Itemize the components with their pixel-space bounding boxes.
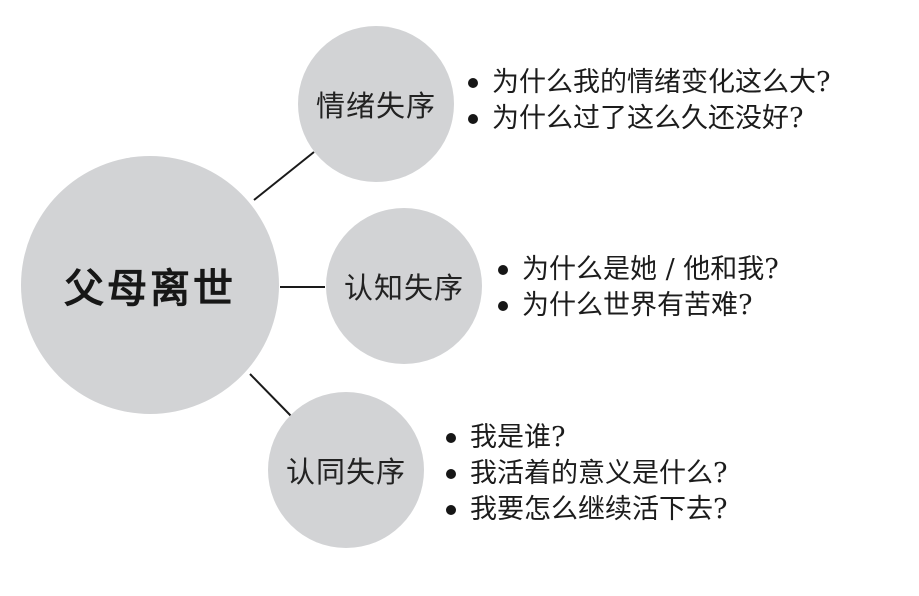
list-item: 为什么我的情绪变化这么大?	[468, 65, 830, 101]
question-text: 我要怎么继续活下去?	[470, 494, 728, 525]
branch-node-identity: 认同失序	[268, 392, 424, 548]
branch-node-label: 认同失序	[285, 455, 406, 489]
question-text: 为什么是她 / 他和我?	[522, 254, 779, 285]
question-text: 为什么我的情绪变化这么大?	[492, 67, 831, 98]
question-text: 我活着的意义是什么?	[470, 458, 728, 489]
branch-node-cognition: 认知失序	[326, 208, 482, 364]
list-item: 我要怎么继续活下去?	[446, 492, 727, 528]
connector-root-to-identity	[249, 373, 293, 418]
question-list-identity: 我是谁? 我活着的意义是什么? 我要怎么继续活下去?	[446, 420, 727, 528]
question-list-cognition: 为什么是她 / 他和我? 为什么世界有苦难?	[498, 252, 779, 324]
connector-root-to-emotion	[253, 151, 315, 201]
branch-node-label: 情绪失序	[315, 89, 436, 123]
list-item: 为什么是她 / 他和我?	[498, 252, 779, 288]
bullet-icon	[446, 505, 456, 515]
list-item: 为什么世界有苦难?	[498, 288, 779, 324]
question-text: 为什么世界有苦难?	[522, 290, 753, 321]
list-item: 为什么过了这么久还没好?	[468, 101, 830, 137]
branch-node-label: 认知失序	[343, 271, 464, 305]
bullet-icon	[498, 265, 508, 275]
question-text: 为什么过了这么久还没好?	[492, 103, 804, 134]
bullet-icon	[446, 433, 456, 443]
root-node: 父母离世	[21, 156, 279, 414]
list-item: 我活着的意义是什么?	[446, 456, 727, 492]
list-item: 我是谁?	[446, 420, 727, 456]
bullet-icon	[498, 301, 508, 311]
bullet-icon	[468, 78, 478, 88]
bullet-icon	[468, 114, 478, 124]
root-node-label: 父母离世	[64, 267, 236, 311]
branch-node-emotion: 情绪失序	[298, 26, 454, 182]
bullet-icon	[446, 469, 456, 479]
question-list-emotion: 为什么我的情绪变化这么大? 为什么过了这么久还没好?	[468, 65, 830, 137]
question-text: 我是谁?	[470, 422, 566, 453]
